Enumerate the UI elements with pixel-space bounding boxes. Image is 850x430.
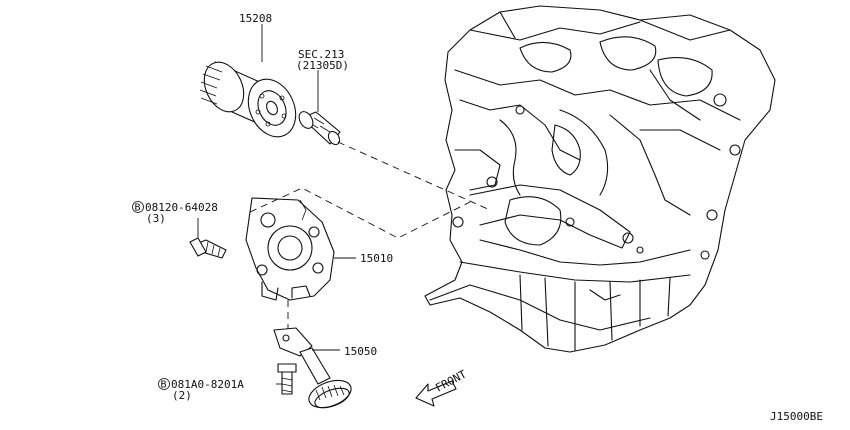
bolt-symbol-icon — [132, 201, 144, 213]
dash-pump-to-block — [249, 187, 471, 239]
bolt-lower-callout: B 081A0-8201A (2) — [158, 378, 244, 402]
diagram-code: J15000BE — [770, 410, 823, 423]
bolt-lower — [277, 363, 297, 395]
bolt-symbol-letter: B — [135, 203, 141, 214]
dash-connector-to-block — [337, 141, 491, 211]
bolt-symbol-letter: B — [161, 380, 167, 391]
callout-oil-pump: 15010 — [360, 252, 393, 265]
filter-connector — [298, 111, 341, 146]
front-arrow-icon — [415, 380, 457, 407]
callout-oil-filter: 15208 — [239, 12, 272, 25]
oil-strainer — [273, 327, 352, 409]
bolt-symbol-icon — [158, 378, 170, 390]
callout-bolt-upper: 08120-64028 — [145, 201, 218, 214]
callout-bolt-lower-qty: (2) — [172, 389, 192, 402]
bolt-upper — [189, 237, 227, 259]
callout-sec-ref-line1: SEC.213 — [298, 48, 344, 61]
engine-block — [424, 5, 776, 353]
oil-filter — [199, 61, 297, 138]
callout-sec-ref-line2: (21305D) — [296, 59, 349, 72]
bolt-upper-callout: B 08120-64028 (3) — [132, 201, 218, 225]
oil-pump — [245, 197, 335, 301]
callout-bolt-lower: 081A0-8201A — [171, 378, 244, 391]
callout-strainer: 15050 — [344, 345, 377, 358]
callout-bolt-upper-qty: (3) — [146, 212, 166, 225]
